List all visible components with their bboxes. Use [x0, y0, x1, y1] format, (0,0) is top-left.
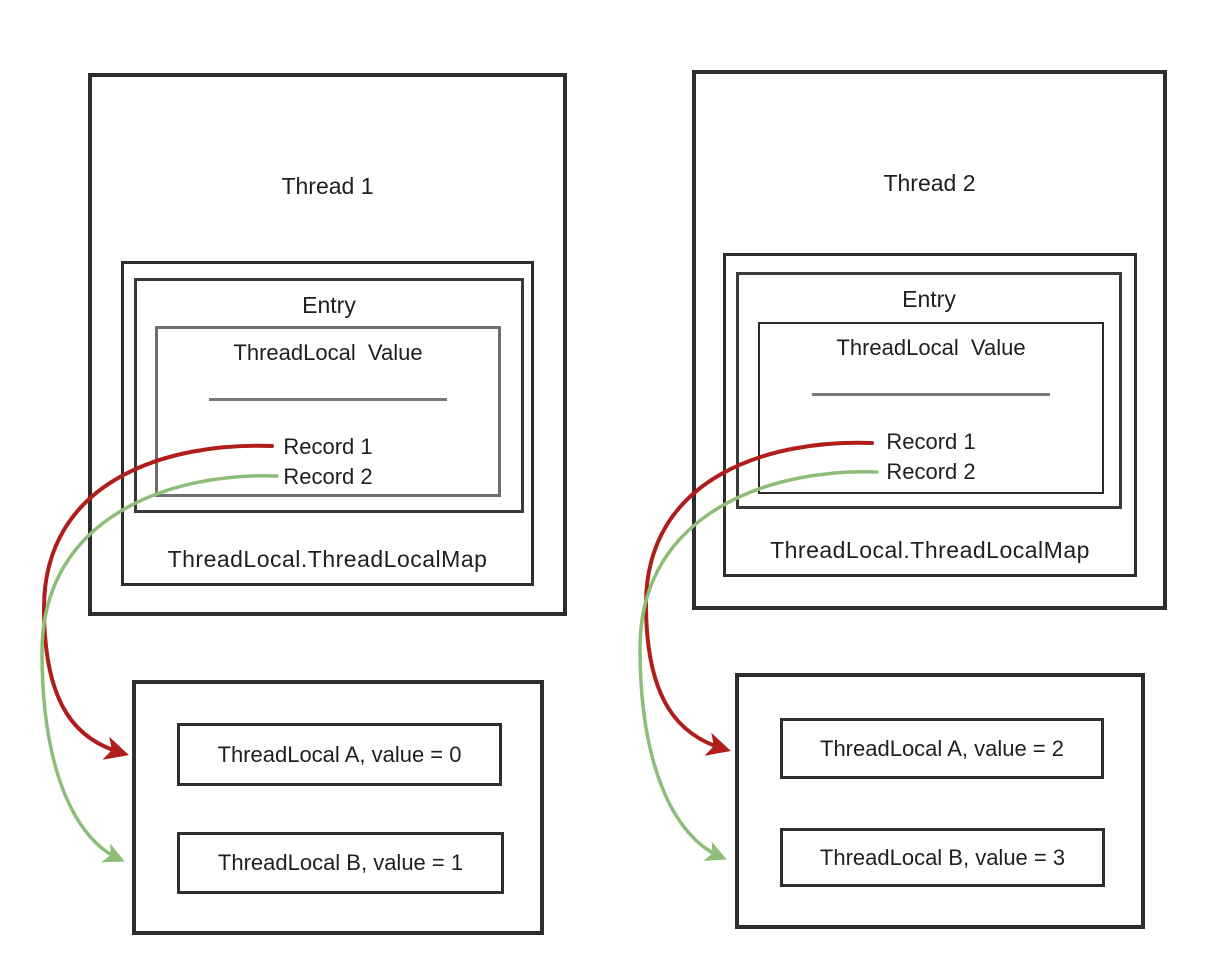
thread2-value-header: ThreadLocal Value — [836, 335, 1026, 360]
thread1-record-1: Record 1 — [283, 434, 373, 459]
thread1-entry-label: Entry — [302, 292, 356, 318]
thread1-threadlocalmap-label: ThreadLocal.ThreadLocalMap — [167, 546, 488, 572]
thread2-entry-box: Entry ThreadLocal Value Record 1 Record … — [736, 272, 1122, 509]
thread2-record-1: Record 1 — [886, 429, 976, 454]
thread1-entry-box: Entry ThreadLocal Value Record 1 Record … — [134, 278, 524, 513]
thread1-title: Thread 1 — [281, 173, 374, 199]
thread1-threadlocal-a-label: ThreadLocal A, value = 0 — [217, 741, 462, 767]
thread2-title: Thread 2 — [883, 170, 976, 196]
thread2-threadlocal-a-label: ThreadLocal A, value = 2 — [820, 735, 1064, 761]
thread1-record-2: Record 2 — [283, 464, 373, 489]
thread2-entry-label: Entry — [902, 286, 956, 312]
thread2-record-2: Record 2 — [886, 459, 976, 484]
thread2-locals-box: ThreadLocal A, value = 2 ThreadLocal B, … — [735, 673, 1145, 929]
thread1-threadlocal-b-box: ThreadLocal B, value = 1 — [177, 832, 504, 894]
thread2-threadlocal-b-box: ThreadLocal B, value = 3 — [780, 828, 1105, 887]
thread2-value-box: ThreadLocal Value Record 1 Record 2 — [758, 322, 1104, 494]
thread2-records: Record 1 Record 2 — [760, 427, 1102, 487]
thread1-threadlocal-a-box: ThreadLocal A, value = 0 — [177, 723, 502, 786]
thread2-threadlocal-b-label: ThreadLocal B, value = 3 — [819, 844, 1066, 870]
thread1-value-header: ThreadLocal Value — [233, 340, 423, 365]
thread1-threadlocal-b-label: ThreadLocal B, value = 1 — [217, 850, 464, 875]
thread1-locals-box: ThreadLocal A, value = 0 ThreadLocal B, … — [132, 680, 544, 935]
thread1-box: Thread 1 Entry ThreadLocal Value Record … — [88, 73, 567, 616]
thread2-box: Thread 2 Entry ThreadLocal Value Record … — [692, 70, 1167, 610]
thread1-value-divider — [209, 398, 447, 401]
thread1-threadlocalmap-box: Entry ThreadLocal Value Record 1 Record … — [121, 261, 534, 586]
thread2-threadlocalmap-label: ThreadLocal.ThreadLocalMap — [770, 537, 1090, 563]
thread2-threadlocalmap-box: Entry ThreadLocal Value Record 1 Record … — [723, 253, 1137, 577]
thread1-records: Record 1 Record 2 — [158, 432, 498, 492]
thread2-value-divider — [812, 393, 1050, 396]
thread2-threadlocal-a-box: ThreadLocal A, value = 2 — [780, 718, 1104, 779]
thread1-value-box: ThreadLocal Value Record 1 Record 2 — [155, 326, 501, 497]
